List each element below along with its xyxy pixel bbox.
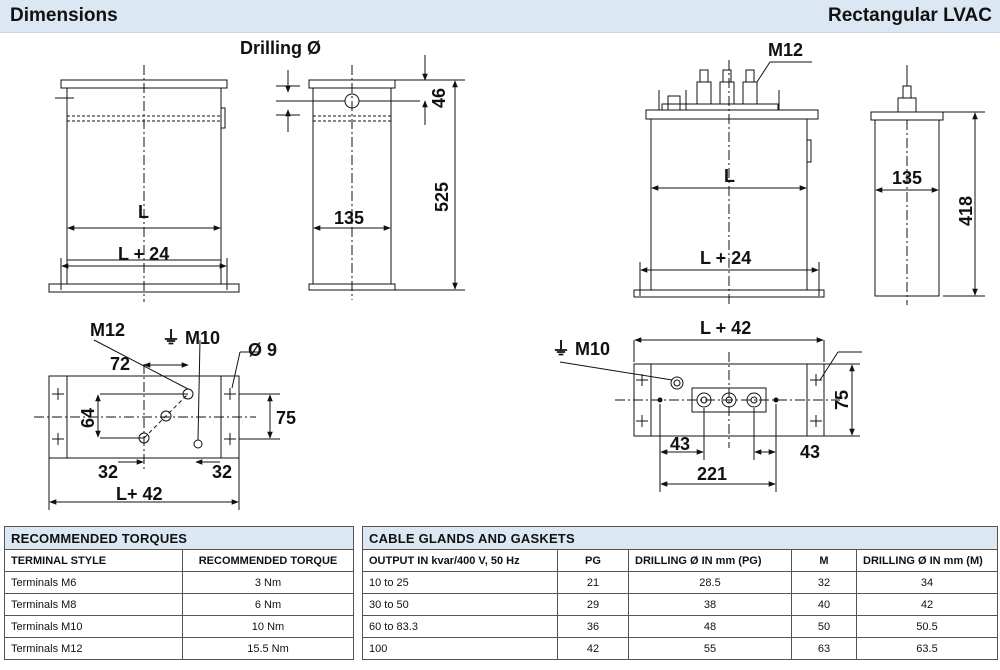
dim-L-plus-42-right: L + 42 [700,318,751,338]
glands-col-output: OUTPUT IN kvar/400 V, 50 Hz [362,549,558,572]
glands-table: CABLE GLANDS AND GASKETS OUTPUT IN kvar/… [362,526,998,660]
gland-drill-m-cell: 50.5 [856,615,998,638]
gland-drill-pg-cell: 48 [628,615,792,638]
right-side-view [870,65,985,305]
dim-135-left: 135 [334,208,364,228]
gland-m-cell: 63 [791,637,857,660]
dim-221: 221 [697,464,727,484]
dim-46: 46 [429,88,449,108]
torques-title: RECOMMENDED TORQUES [4,526,354,550]
dim-L-plus-42-left: L+ 42 [116,484,163,504]
gland-drill-m-cell: 42 [856,593,998,616]
dim-L-right: L [724,166,735,186]
torque-value-cell: 3 Nm [182,571,354,594]
glands-col-m: M [791,549,857,572]
section-title: Dimensions [10,5,118,26]
table-row: Terminals M6 3 Nm [4,571,354,594]
m12-top-label: M12 [768,40,803,60]
dim-43-left: 43 [670,434,690,454]
gland-pg-cell: 29 [557,593,629,616]
glands-title: CABLE GLANDS AND GASKETS [362,526,998,550]
torque-style-cell: Terminals M6 [4,571,183,594]
right-base-view [559,337,862,492]
dim-L-left: L [138,202,149,222]
dia-9-label: Ø 9 [248,340,277,360]
dim-525: 525 [432,182,452,212]
left-side-view [276,55,465,300]
gland-drill-pg-cell: 55 [628,637,792,660]
gland-pg-cell: 36 [557,615,629,638]
page-header: Dimensions Rectangular LVAC [0,0,1000,33]
drilling-label: Drilling Ø [240,38,321,58]
gland-pg-cell: 42 [557,637,629,660]
dim-72: 72 [110,354,130,374]
table-row: Terminals M8 6 Nm [4,593,354,616]
dim-32-left: 32 [98,462,118,482]
glands-col-pg: PG [557,549,629,572]
product-title: Rectangular LVAC [828,5,992,26]
dim-43-right: 43 [800,442,820,462]
m12-base-label: M12 [90,320,125,340]
torque-value-cell: 10 Nm [182,615,354,638]
dim-135-right: 135 [892,168,922,188]
gland-pg-cell: 21 [557,571,629,594]
glands-col-drilling-m: DRILLING Ø IN mm (M) [856,549,998,572]
table-row: 10 to 25 21 28.5 32 34 [362,571,998,594]
torque-style-cell: Terminals M10 [4,615,183,638]
torque-style-cell: Terminals M8 [4,593,183,616]
table-row: Terminals M12 15.5 Nm [4,637,354,660]
gland-output-cell: 100 [362,637,558,660]
technical-drawing: Drilling Ø L L + 24 135 46 525 M12 L L +… [34,38,985,510]
gland-output-cell: 10 to 25 [362,571,558,594]
right-front-view [633,60,825,305]
gland-drill-pg-cell: 28.5 [628,571,792,594]
gland-drill-m-cell: 63.5 [856,637,998,660]
dim-418: 418 [956,196,976,226]
torques-table: RECOMMENDED TORQUES TERMINAL STYLE RECOM… [4,526,354,660]
table-row: Terminals M10 10 Nm [4,615,354,638]
torques-col-style: TERMINAL STYLE [4,549,183,572]
dim-L-plus-24-right: L + 24 [700,248,751,268]
dim-75-right: 75 [832,390,852,410]
m10-right-label: ⏚ M10 [552,339,610,359]
gland-output-cell: 30 to 50 [362,593,558,616]
torques-col-torque: RECOMMENDED TORQUE [182,549,354,572]
dim-L-plus-24-left: L + 24 [118,244,169,264]
gland-output-cell: 60 to 83.3 [362,615,558,638]
gland-drill-m-cell: 34 [856,571,998,594]
torque-value-cell: 6 Nm [182,593,354,616]
table-row: 30 to 50 29 38 40 42 [362,593,998,616]
table-row: 60 to 83.3 36 48 50 50.5 [362,615,998,638]
gland-drill-pg-cell: 38 [628,593,792,616]
torque-style-cell: Terminals M12 [4,637,183,660]
table-row: 100 42 55 63 63.5 [362,637,998,660]
torque-value-cell: 15.5 Nm [182,637,354,660]
gland-m-cell: 50 [791,615,857,638]
gland-m-cell: 32 [791,571,857,594]
dim-32-right: 32 [212,462,232,482]
left-front-view [48,65,240,302]
m10-left-label: ⏚ M10 [162,328,220,348]
dim-75-left: 75 [276,408,296,428]
glands-col-drilling-pg: DRILLING Ø IN mm (PG) [628,549,792,572]
left-base-view [34,339,280,510]
gland-m-cell: 40 [791,593,857,616]
dim-64: 64 [78,408,98,428]
